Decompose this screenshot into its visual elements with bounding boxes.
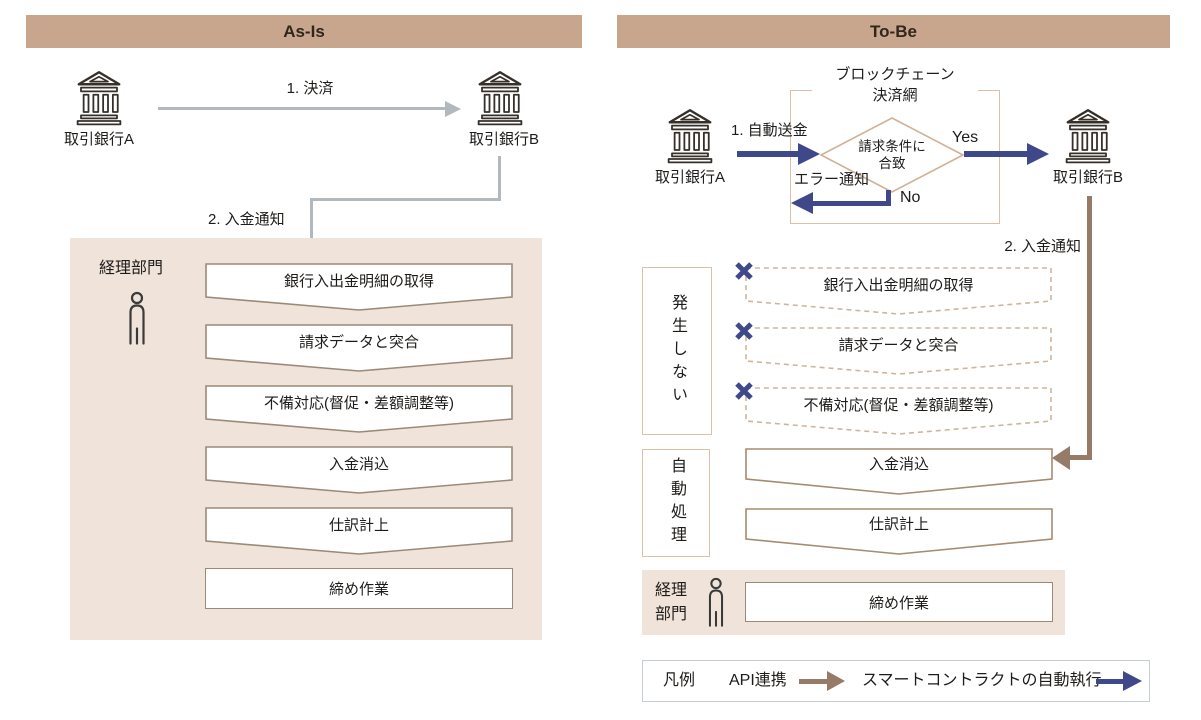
asis-step-5: 仕訳計上 [205,507,513,555]
asis-notify-label: 2. 入金通知 [208,211,285,228]
x-mark-icon [735,382,753,400]
blockchain-network-label-line1: ブロックチェーン [835,66,955,83]
tobe-manual-step: 締め作業 [745,582,1053,622]
yes-arrow-shaft [964,151,1028,157]
condition-diamond-line2: 合致 [878,156,906,171]
asis-step-3-label: 不備対応(督促・差額調整等) [264,394,454,412]
tobe-header: To-Be [617,15,1170,48]
asis-header: As-Is [26,15,582,48]
tobe-send-arrow-head [798,142,820,165]
x-mark-icon [735,322,753,340]
asis-payment-arrow-label: 1. 決済 [286,80,334,97]
person-icon [708,577,724,627]
no-arrow-vertical [886,190,891,203]
asis-payment-arrow-shaft [158,107,446,110]
asis-notify-elbow-v1 [498,156,501,201]
tobe-skipped-step-1-label: 銀行入出金明細の取得 [823,276,974,294]
legend-api-arrow-shaft [799,678,828,684]
tobe-auto-step-2: 仕訳計上 [745,508,1053,555]
tobe-auto-step-2-label: 仕訳計上 [868,516,929,533]
legend-smart-contract-arrow-head [1123,670,1142,691]
asis-step-2-label: 請求データと突合 [298,333,419,351]
legend-api-label: API連携 [729,672,787,689]
asis-step-4: 入金消込 [205,446,513,494]
bank-icon [76,71,122,126]
tobe-notify-arrow-head [1052,445,1070,470]
asis-bank-b-label: 取引銀行B [468,131,539,148]
tobe-bank-b-label: 取引銀行B [1052,169,1123,186]
tobe-bank-a-label: 取引銀行A [654,169,725,186]
asis-step-5-label: 仕訳計上 [328,516,389,534]
asis-title: As-Is [283,21,325,41]
legend-smart-contract-label: スマートコントラクトの自動執行 [862,672,1102,689]
yes-label: Yes [952,129,979,146]
condition-diamond-label: 請求条件に 合致 [820,117,964,193]
not-occur-box: 発生しない [642,267,712,435]
auto-process-box: 自動処理 [642,449,710,557]
blockchain-network-label: ブロックチェーン 決済網 [812,64,978,106]
legend-smart-contract-arrow-shaft [1096,678,1124,684]
asis-step-3: 不備対応(督促・差額調整等) [205,385,513,433]
tobe-department-label: 経理部門 [655,582,688,623]
no-label: No [900,189,921,206]
no-arrow-shaft [812,200,891,206]
tobe-manual-step-label: 締め作業 [868,594,929,612]
bank-icon [667,109,713,164]
person-icon [129,291,145,345]
tobe-notify-label: 2. 入金通知 [1004,238,1081,255]
tobe-auto-step-1: 入金消込 [745,448,1053,495]
legend-box [642,660,1150,702]
asis-step-2: 請求データと突合 [205,324,513,372]
tobe-skipped-step-2: 請求データと突合 [745,327,1052,375]
tobe-skipped-step-1: 銀行入出金明細の取得 [745,267,1052,315]
asis-notify-elbow-h [310,198,501,201]
asis-payment-arrow-head [445,100,461,117]
condition-diamond-line1: 請求条件に [858,139,926,154]
asis-bank-a-label: 取引銀行A [63,131,134,148]
asis-notify-elbow-v2 [310,198,313,244]
auto-process-label: 自動処理 [668,457,685,549]
tobe-title: To-Be [870,21,917,41]
bank-icon [1065,109,1111,164]
tobe-skipped-step-3-label: 不備対応(督促・差額調整等) [803,396,994,414]
not-occur-label: 発生しない [669,293,686,409]
x-mark-icon [735,262,753,280]
yes-arrow-head [1027,142,1049,165]
tobe-notify-line-vertical [1087,196,1092,460]
blockchain-network-label-line2: 決済網 [872,87,918,104]
error-label: エラー通知 [794,171,870,188]
asis-step-1: 銀行入出金明細の取得 [205,263,513,311]
tobe-skipped-step-3: 不備対応(督促・差額調整等) [745,387,1052,435]
tobe-skipped-step-2-label: 請求データと突合 [838,336,959,354]
legend-title: 凡例 [663,672,696,689]
no-arrow-head [791,192,813,214]
asis-step-6-label: 締め作業 [328,581,389,598]
asis-department-label: 経理部門 [99,260,164,277]
tobe-notify-line-horizontal [1070,455,1092,460]
tobe-send-label: 1. 自動送金 [731,122,808,139]
tobe-auto-step-1-label: 入金消込 [868,456,929,473]
legend-api-arrow-head [827,671,845,691]
tobe-send-arrow-shaft [737,151,799,157]
bank-icon [477,71,523,126]
asis-step-6: 締め作業 [205,568,513,609]
asis-step-4-label: 入金消込 [328,455,389,473]
condition-diamond [820,117,964,193]
asis-step-1-label: 銀行入出金明細の取得 [283,272,434,290]
